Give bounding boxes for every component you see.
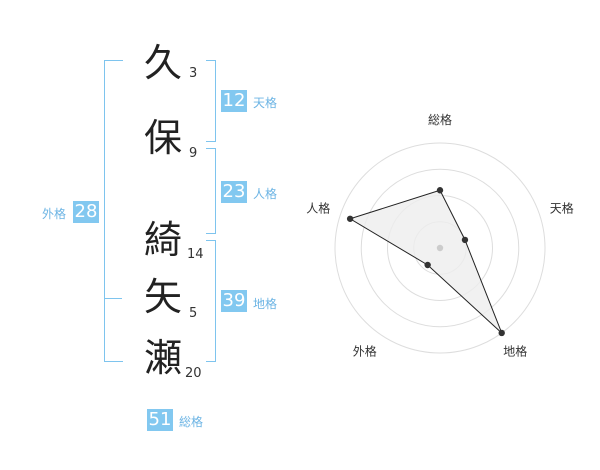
chikaku-label: 地格: [253, 297, 278, 311]
stroke-count-5: 20: [185, 366, 202, 381]
name-char-1: 久: [143, 41, 182, 85]
radar-point-3: [498, 329, 505, 337]
soukaku-label: 総格: [179, 415, 204, 429]
tenkaku-value: 12: [221, 90, 247, 112]
name-char-2: 保: [143, 116, 182, 160]
radar-point-4: [424, 261, 431, 269]
gaikaku-bracket: [104, 60, 123, 362]
jinkaku-label: 人格: [253, 187, 278, 201]
radar-axis-label-5: 人格: [306, 200, 330, 215]
name-char-5: 瀬: [143, 336, 182, 380]
radar-point-5: [346, 215, 354, 222]
tenkaku-label: 天格: [253, 96, 278, 110]
name-char-3: 綺: [143, 218, 182, 262]
gaikaku-value: 28: [73, 201, 99, 223]
radar-point-2: [461, 236, 469, 244]
stroke-count-3: 14: [187, 247, 204, 262]
radar-value-polygon: [348, 189, 503, 334]
gaikaku-bracket-divider: [104, 298, 122, 299]
soukaku-value: 51: [147, 409, 173, 431]
jinkaku-bracket: [206, 148, 216, 234]
radar-axis-label-2: 天格: [550, 200, 574, 215]
radar-point-1: [436, 187, 444, 194]
gaikaku-label: 外格: [42, 207, 67, 221]
radar-axis-label-3: 地格: [503, 344, 527, 359]
stroke-count-2: 9: [189, 146, 198, 161]
stroke-count-1: 3: [189, 66, 198, 81]
radar-center-dot: [436, 244, 444, 252]
jinkaku-value: 23: [221, 181, 247, 203]
stroke-count-4: 5: [189, 306, 198, 321]
radar-axis-label-1: 総格: [428, 112, 452, 127]
chikaku-value: 39: [221, 290, 247, 312]
radar-grid-ring: [334, 142, 546, 354]
radar-grid-ring: [360, 168, 520, 328]
radar-axis-label-4: 外格: [353, 344, 377, 359]
name-char-4: 矢: [143, 275, 182, 319]
chikaku-bracket: [206, 240, 216, 362]
tenkaku-bracket: [206, 60, 216, 142]
